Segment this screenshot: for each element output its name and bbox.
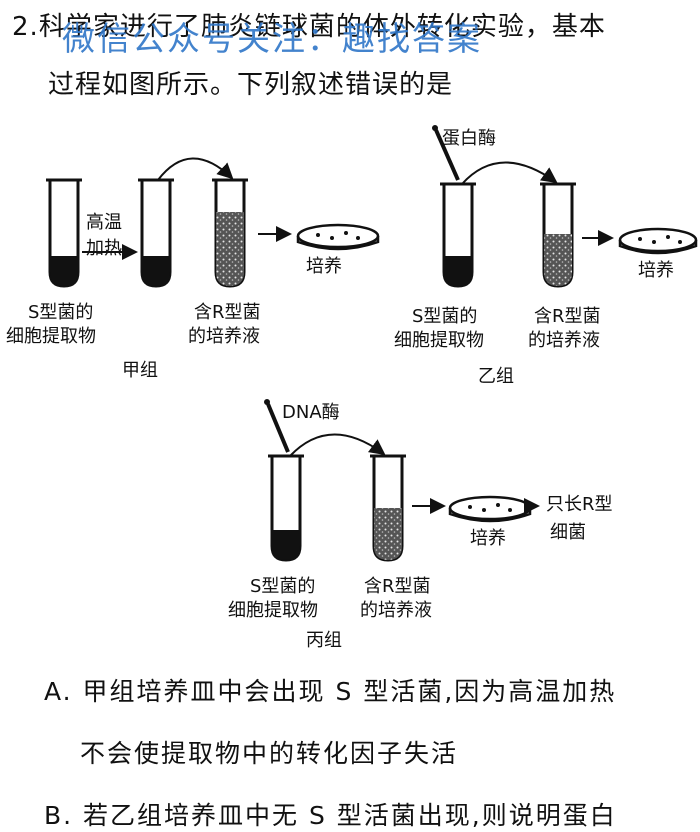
label-yi-tube-left-2: 细胞提取物 <box>394 330 484 351</box>
label-yi-tube-right-1: 含R型菌 <box>534 306 601 327</box>
arrow-transfer-bing <box>289 433 386 457</box>
label-bing-result-1: 只长R型 <box>546 494 613 515</box>
label-group-jia: 甲组 <box>122 360 158 381</box>
tube-yi-extract <box>440 182 476 288</box>
label-bing-dish: 培养 <box>470 528 506 549</box>
option-a-line2: 不会使提取物中的转化因子失活 <box>80 739 459 768</box>
label-yi-tube-right-2: 的培养液 <box>528 330 600 351</box>
tube-jia-heated <box>138 178 174 288</box>
label-group-bing: 丙组 <box>306 630 342 651</box>
dropper-protease <box>432 125 460 181</box>
petri-dish-jia <box>296 223 380 251</box>
label-jia-tube-right-2: 的培养液 <box>188 326 260 347</box>
question-stem-line1: 科学家进行了肺炎链球菌的体外转化实验，基本 <box>38 12 606 42</box>
label-yi-enzyme: 蛋白酶 <box>442 128 496 149</box>
label-group-yi: 乙组 <box>478 366 514 387</box>
group-bing-diagram <box>264 399 540 562</box>
dropper-dnase <box>264 399 290 453</box>
label-bing-result-2: 细菌 <box>550 522 586 543</box>
label-yi-tube-left-1: S型菌的 <box>412 306 478 327</box>
tube-bing-extract <box>268 454 304 562</box>
label-bing-tube-left-2: 细胞提取物 <box>228 600 318 621</box>
watermark-text: 微信公众号关注：趣找答案 <box>62 19 482 58</box>
label-yi-dish: 培养 <box>638 260 674 281</box>
group-yi-diagram <box>432 125 698 288</box>
option-b-line1: B. 若乙组培养皿中无 S 型活菌出现,则说明蛋白 <box>44 801 617 830</box>
label-bing-tube-right-1: 含R型菌 <box>364 576 431 597</box>
option-a-line1: A. 甲组培养皿中会出现 S 型活菌,因为高温加热 <box>44 677 617 706</box>
petri-dish-yi <box>618 227 698 255</box>
question-line-1: 2.科学家进行了肺炎链球菌的体外转化实验，基本 <box>12 6 606 43</box>
label-jia-tube-left-2: 细胞提取物 <box>6 326 96 347</box>
label-bing-enzyme: DNA酶 <box>282 402 340 423</box>
tube-jia-r-culture <box>212 178 248 288</box>
label-jia-tube-left-1: S型菌的 <box>28 302 94 323</box>
question-number: 2. <box>12 12 39 42</box>
label-jia-treatment-bottom: 加热 <box>86 238 122 259</box>
tube-jia-extract <box>46 178 82 288</box>
label-bing-tube-left-1: S型菌的 <box>250 576 316 597</box>
tube-yi-r-culture <box>540 182 576 288</box>
arrow-transfer-yi <box>461 161 558 185</box>
question-stem-line2: 过程如图所示。下列叙述错误的是 <box>48 70 454 100</box>
group-jia-diagram <box>46 157 380 288</box>
petri-dish-bing <box>448 495 532 523</box>
label-jia-treatment-top: 高温 <box>86 212 122 233</box>
label-bing-tube-right-2: 的培养液 <box>360 600 432 621</box>
experiment-figure <box>46 125 698 562</box>
label-jia-tube-right-1: 含R型菌 <box>194 302 261 323</box>
tube-bing-r-culture <box>370 454 406 562</box>
label-jia-dish: 培养 <box>306 256 342 277</box>
arrow-transfer-jia <box>157 157 234 181</box>
